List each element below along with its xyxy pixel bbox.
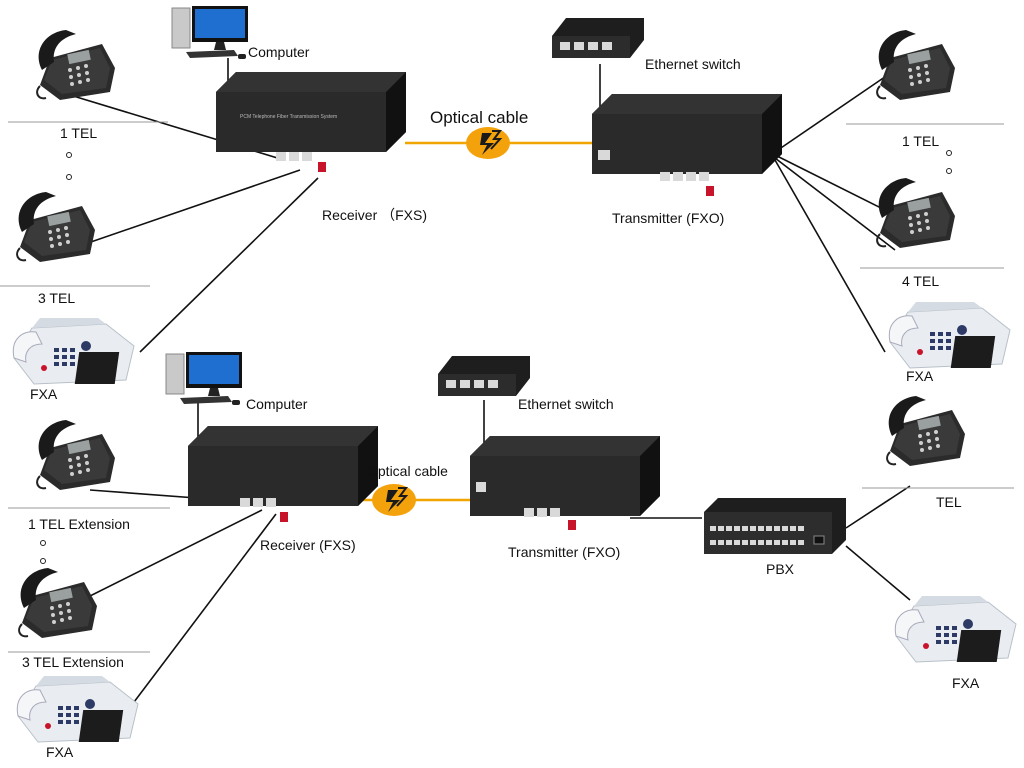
top-receiver-device: PCM Telephone Fiber Transmission System <box>216 72 406 172</box>
top-left-phone-3-icon <box>16 191 96 263</box>
top-ethernet-switch-icon <box>552 18 644 58</box>
bottom-computer-icon <box>165 351 243 406</box>
ellipsis-dot <box>40 540 46 546</box>
bottom-ethernet-switch-icon <box>438 356 530 396</box>
bottom-right-fax-icon <box>894 595 1017 663</box>
bottom-right-phone-icon <box>886 395 966 467</box>
bottom-ethernet-switch-label: Ethernet switch <box>518 396 614 412</box>
top-left-tel-first-label: 1 TEL <box>60 125 98 141</box>
top-computer-label: Computer <box>248 44 310 60</box>
top-right-phone-4-icon <box>876 177 956 249</box>
top-ethernet-switch-label: Ethernet switch <box>645 56 741 72</box>
top-right-fax-label: FXA <box>906 368 934 384</box>
top-left-fax-icon <box>12 317 135 385</box>
top-right-tel-last-label: 4 TEL <box>902 273 940 289</box>
top-computer-icon <box>171 5 249 60</box>
bottom-left-fax-label: FXA <box>46 744 74 760</box>
top-receiver-print: PCM Telephone Fiber Transmission System <box>240 114 337 120</box>
bottom-left-phone-3-icon <box>18 567 98 639</box>
pbx-device-icon <box>704 498 846 554</box>
top-right-phone-1-icon <box>876 29 956 101</box>
bottom-receiver-label: Receiver (FXS) <box>260 537 356 553</box>
bottom-right-fax-label: FXA <box>952 675 980 691</box>
bottom-optical-cable-label: Optical cable <box>367 463 448 479</box>
top-right-fax-icon <box>888 301 1011 369</box>
bottom-transmitter-device <box>470 436 660 530</box>
top-left-fax-label: FXA <box>30 386 58 402</box>
bottom-computer-label: Computer <box>246 396 308 412</box>
bottom-left-tel-last-label: 3 TEL Extension <box>22 654 124 670</box>
bottom-left-phone-1-icon <box>36 419 116 491</box>
bottom-right-tel-label: TEL <box>936 494 962 510</box>
ellipsis-dot <box>946 168 952 174</box>
top-right-tel-first-label: 1 TEL <box>902 133 940 149</box>
bottom-receiver-device <box>188 426 378 522</box>
pbx-label: PBX <box>766 561 795 577</box>
top-transmitter-label: Transmitter (FXO) <box>612 210 725 226</box>
ellipsis-dot <box>946 150 952 156</box>
top-optical-connector-icon <box>465 126 511 160</box>
ellipsis-dot <box>40 558 46 564</box>
bottom-optical-connector-icon <box>371 483 417 517</box>
top-left-tel-last-label: 3 TEL <box>38 290 76 306</box>
bottom-left-fax-icon <box>16 675 139 743</box>
top-left-phone-1-icon <box>36 29 116 101</box>
ellipsis-dot <box>66 174 72 180</box>
top-receiver-label: Receiver （FXS) <box>322 207 428 223</box>
bottom-left-tel-first-label: 1 TEL Extension <box>28 516 130 532</box>
ellipsis-dot <box>66 152 72 158</box>
top-optical-cable-label: Optical cable <box>430 108 529 127</box>
top-transmitter-device <box>592 94 782 196</box>
bottom-transmitter-label: Transmitter (FXO) <box>508 544 621 560</box>
